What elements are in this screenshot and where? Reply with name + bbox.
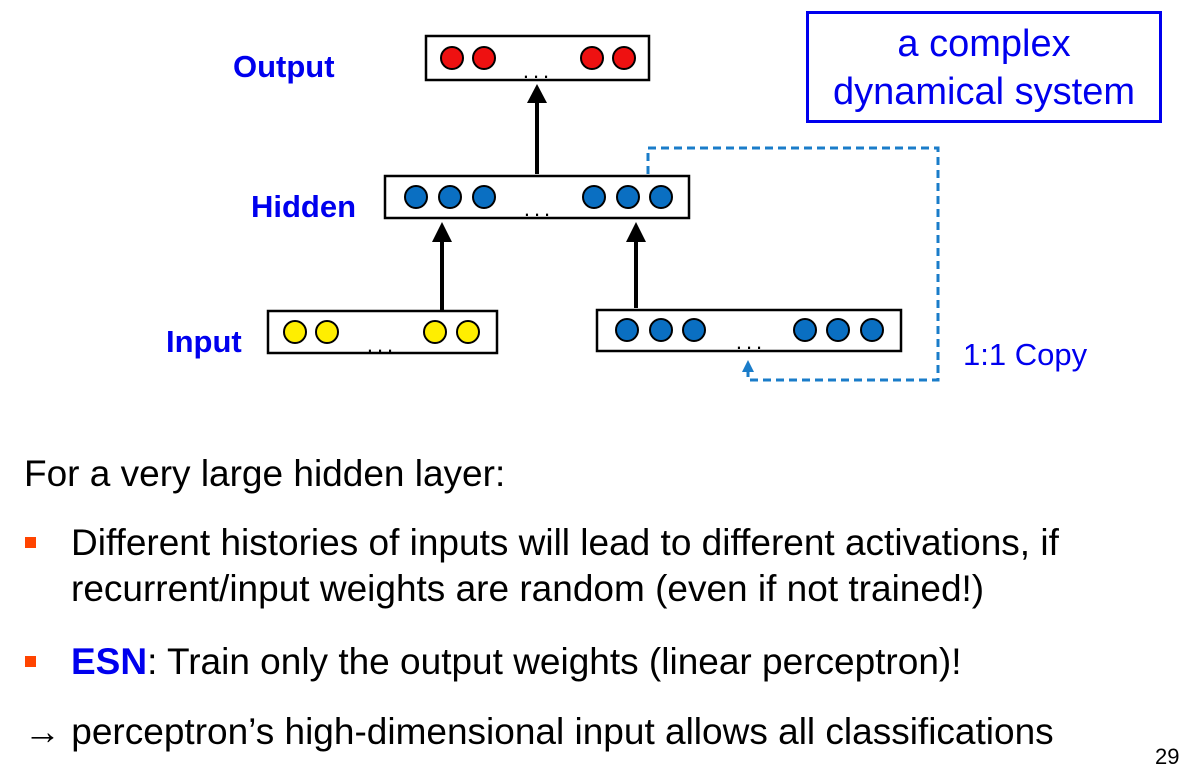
- context-unit: [649, 318, 673, 342]
- input-unit: [315, 320, 339, 344]
- callout-line-2: dynamical system: [833, 71, 1135, 113]
- conclusion-text: → perceptron’s high-dimensional input al…: [24, 711, 1054, 752]
- hidden-unit: [472, 185, 496, 209]
- hidden-unit: [616, 185, 640, 209]
- context-ellipsis: ...: [736, 329, 766, 354]
- bullet-marker: [25, 656, 36, 667]
- copy-loop-arrow: [646, 146, 940, 382]
- hidden-unit: [649, 185, 673, 209]
- output-unit: [440, 46, 464, 70]
- context-layer: ...: [595, 308, 903, 354]
- esn-term: ESN: [71, 641, 148, 682]
- hidden-ellipsis: ...: [524, 196, 554, 221]
- input-unit: [283, 320, 307, 344]
- bullet-2-text: : Train only the output weights (linear …: [147, 641, 962, 682]
- input-ellipsis: ...: [367, 332, 397, 357]
- output-unit: [580, 46, 604, 70]
- copy-label: 1:1 Copy: [963, 337, 1088, 372]
- context-unit: [793, 318, 817, 342]
- dynamical-system-callout: a complex dynamical system: [806, 11, 1162, 123]
- bullet-1-line-2: recurrent/input weights are random (even…: [71, 568, 985, 609]
- output-ellipsis: ...: [523, 58, 553, 83]
- hidden-layer: ...: [383, 174, 691, 221]
- output-unit: [472, 46, 496, 70]
- context-unit: [682, 318, 706, 342]
- input-unit: [456, 320, 480, 344]
- hidden-label: Hidden: [251, 189, 357, 224]
- page-number: 29: [1155, 744, 1180, 769]
- callout-line-1: a complex: [897, 23, 1071, 65]
- bullet-2: ESN: Train only the output weights (line…: [71, 640, 962, 684]
- context-unit: [615, 318, 639, 342]
- input-label: Input: [166, 324, 242, 359]
- context-unit: [860, 318, 884, 342]
- context-to-hidden-arrow: [626, 222, 646, 308]
- hidden-unit: [438, 185, 462, 209]
- bullet-1-line-1: Different histories of inputs will lead …: [71, 522, 1059, 563]
- hidden-unit: [582, 185, 606, 209]
- output-layer: ...: [424, 34, 651, 83]
- input-to-hidden-arrow: [432, 222, 452, 310]
- intro-text: For a very large hidden layer:: [24, 453, 506, 494]
- bullet-marker: [25, 537, 36, 548]
- esn-diagram: ... ... ... ...: [266, 34, 940, 382]
- output-unit: [612, 46, 636, 70]
- hidden-unit: [404, 185, 428, 209]
- context-unit: [826, 318, 850, 342]
- input-layer: ...: [266, 309, 499, 357]
- hidden-to-output-arrow: [527, 84, 547, 174]
- output-label: Output: [233, 49, 335, 84]
- input-unit: [423, 320, 447, 344]
